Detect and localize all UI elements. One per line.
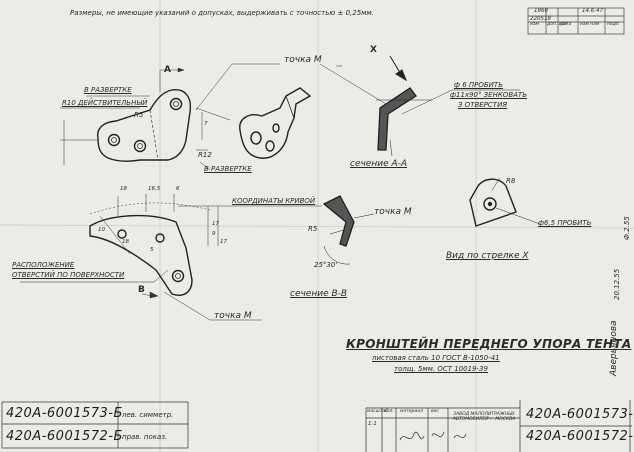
stamp-header-material: материал — [400, 409, 423, 414]
leaders-top — [195, 63, 387, 111]
label-hole-pos-1: РАСПОЛОЖЕНИЕ — [12, 261, 75, 269]
dim-6: 6 — [176, 186, 180, 192]
part-number-right-1: 420А-6001573-Б — [526, 407, 634, 422]
label-hole-pos-2: ОТВЕРСТИЙ ПО ПОВЕРХНОСТИ — [12, 271, 125, 279]
rev-cell-2: 14.6.47 — [582, 8, 603, 14]
signature-scribbles — [399, 431, 467, 441]
part-number-left-1-note: лев. симметр. — [122, 411, 174, 419]
hole-leader — [401, 89, 520, 115]
label-hole-65: ф6,5 ПРОБИТЬ — [538, 219, 592, 227]
rev-cell-1: 1860 — [534, 8, 548, 14]
curved-hole-view — [89, 214, 193, 296]
part-number-left-2-note: прав. показ. — [122, 433, 168, 441]
isometric-view — [239, 87, 312, 159]
dim-18b: 18 — [122, 239, 129, 245]
rev-col-3: дата — [560, 22, 572, 27]
label-hole-note-1: ф 6 ПРОБИТЬ — [454, 81, 503, 89]
flat-development-view — [97, 89, 192, 163]
dim-9: 9 — [212, 231, 216, 237]
label-section-a: А — [164, 65, 171, 75]
margin-note-2: Ф.2.55 — [623, 216, 631, 240]
view-x — [469, 177, 541, 227]
label-r10-actual: R10 ДЕЙСТВИТЕЛЬНЫЙ — [62, 99, 148, 107]
label-angle: 25°30' — [314, 261, 338, 269]
rev-col-2: доп. изм — [547, 22, 568, 27]
revision-table — [527, 7, 625, 35]
label-in-development-2: В РАЗВЕРТКЕ — [204, 165, 252, 173]
rev-col-1: изм — [530, 22, 539, 27]
dim-18: 18 — [120, 186, 127, 192]
label-r5-mid: R5 — [308, 225, 318, 233]
part-number-left-2: 420А-6001572-Б — [6, 429, 123, 444]
rev-col-5: подп — [607, 22, 619, 27]
dim-5: 5 — [150, 247, 154, 253]
part-number-right-2: 420А-6001572-Б — [526, 429, 634, 444]
label-hole-note-3: 3 ОТВЕРСТИЯ — [458, 101, 508, 109]
label-point-m-bottom: точка М — [214, 311, 252, 321]
section-aa — [376, 87, 432, 157]
tolerance-note: Размеры, не имеющие указаний о допусках,… — [70, 9, 374, 17]
stamp-scale: 1:1 — [368, 421, 377, 427]
stamp-header-qty: кол. — [384, 409, 394, 414]
curve-construction — [20, 194, 322, 321]
part-number-left-1: 420А-6001573-Б — [6, 406, 123, 421]
label-section-aa: сечение А-А — [350, 159, 408, 169]
label-hole-note-2: ф11х90° ЗЕНКОВАТЬ — [450, 91, 527, 99]
dim-17b: 17 — [220, 239, 227, 245]
label-section-bb: сечение В-В — [290, 289, 348, 299]
label-r5: R5 — [134, 111, 144, 119]
factory-name: ЗАВОД МАЛОЛИТРАЖНЫХ АВТОМОБИЛЕЙ г. МОСКВ… — [452, 412, 516, 422]
label-r12: R12 — [198, 151, 212, 159]
label-x-arrow: Х — [370, 45, 377, 55]
label-point-m-top: точка М — [284, 55, 322, 65]
stamp-header-weight: вес — [431, 409, 439, 414]
material-line-1: листовая сталь 10 ГОСТ В-1050-41 — [372, 354, 500, 362]
section-bb — [322, 195, 375, 265]
rev-cell-3: 220518 — [530, 15, 551, 22]
margin-note-3: Аверьянова — [609, 320, 619, 376]
label-curve-coords: КООРДИНАТЫ КРИВОЙ — [232, 197, 316, 205]
label-in-development-1: В РАЗВЕРТКЕ — [84, 86, 132, 94]
stamp-header-scale: масштаб — [367, 409, 388, 414]
label-point-m-mid: точка М — [374, 207, 412, 217]
part-name: КРОНШТЕЙН ПЕРЕДНЕГО УПОРА ТЕНТА — [346, 337, 632, 351]
label-view-x: Вид по стрелке Х — [446, 251, 529, 261]
rev-col-4: изм нам — [580, 22, 600, 27]
title-block-lines — [1, 400, 632, 452]
dim-10: 10 — [98, 227, 105, 233]
label-b-letter: В — [138, 285, 145, 295]
dim-17: 17 — [212, 221, 219, 227]
material-line-2: толщ. 5мм. ОСТ 10019-39 — [394, 365, 488, 373]
dimension-lines-view1 — [60, 67, 231, 171]
dim-16-5: 16,5 — [148, 186, 161, 192]
label-r8: R8 — [506, 177, 516, 185]
dim-7: 7 — [204, 121, 208, 127]
x-arrow — [389, 55, 408, 82]
margin-note-1: 20.12.55 — [613, 268, 621, 300]
